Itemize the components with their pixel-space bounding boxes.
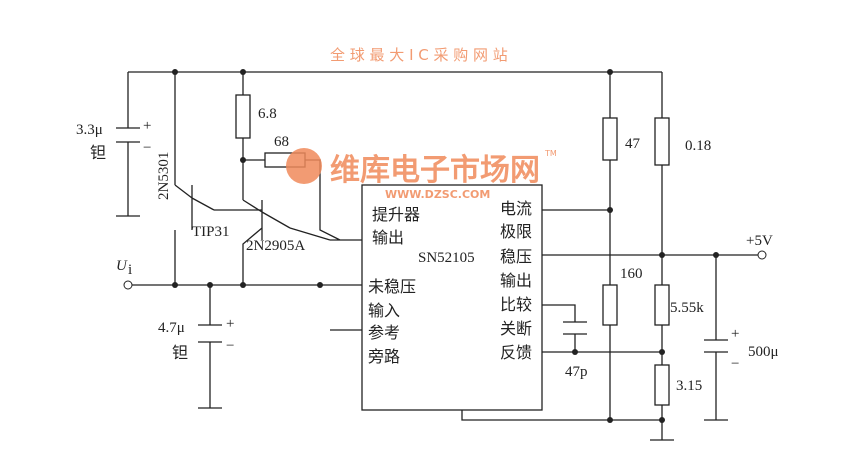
labels-q3-label: 2N2905A: [246, 238, 305, 254]
watermark-logo-icon: [286, 148, 322, 184]
labels-plus-label: +: [226, 316, 234, 332]
labels-r7-label: 3.15: [676, 378, 702, 394]
wires: [116, 71, 760, 441]
capacitors: [116, 127, 728, 353]
ic-pins_right-5-label: 关断: [500, 319, 532, 338]
labels-c2_type-label: 钽: [172, 343, 188, 362]
labels-c3-label: 47p: [565, 364, 588, 380]
labels-vin_sub-label: i: [128, 262, 132, 278]
labels-minus-label: −: [143, 140, 151, 156]
labels-c4-label: 500μ: [748, 344, 779, 360]
ic-pins_right-6-label: 反馈: [500, 343, 532, 362]
labels-minus-label: −: [226, 338, 234, 354]
r7-resistor: [654, 364, 670, 406]
labels-plus-label: +: [143, 118, 151, 134]
junctions: [172, 69, 719, 423]
labels-r4-label: 0.18: [685, 138, 711, 154]
watermark-tm: TM: [544, 149, 557, 158]
ic-pins_right-1-label: 极限: [500, 222, 532, 241]
labels-minus-label: −: [731, 356, 739, 372]
r1-resistor: [235, 94, 251, 139]
ic-pins_right-4-label: 比较: [500, 295, 532, 314]
vout-terminal: [757, 250, 767, 260]
r5-resistor: [602, 284, 618, 326]
watermark-url: WWW.DZSC.COM: [385, 188, 490, 201]
labels-r3-label: 47: [625, 136, 641, 152]
labels-r2-label: 68: [274, 134, 289, 150]
ic-name-label: SN52105: [418, 250, 475, 266]
ic-pins_left-5-label: 旁路: [368, 347, 400, 366]
r3-resistor: [602, 117, 618, 161]
r4-resistor: [654, 117, 670, 166]
ic-pins_left-4-label: 参考: [368, 323, 400, 342]
ic-pins_left-3-label: 输入: [368, 301, 400, 320]
watermark-title: 维库电子市场网: [330, 153, 540, 188]
watermark: 维库电子市场网 TM WWW.DZSC.COM 全 球 最 大 I C 采 购 …: [286, 46, 557, 201]
ic-pins_right-2-label: 稳压: [500, 247, 532, 266]
r6-resistor: [654, 284, 670, 326]
ic-pins_left-1-label: 输出: [372, 228, 404, 247]
component-labels: 3.3μ 钽 + − 2N5301 TIP31 2N2905A 6.8 68 4…: [76, 106, 779, 394]
labels-c1-label: 3.3μ: [76, 122, 103, 138]
ic-pins_right-0-label: 电流: [500, 199, 532, 218]
labels-r6-label: 5.55k: [670, 300, 704, 316]
labels-vin-label: U: [116, 258, 128, 274]
labels-vout-label: +5V: [746, 233, 773, 249]
labels-c2-label: 4.7μ: [158, 320, 185, 336]
ic-pins_left-0-label: 提升器: [372, 205, 420, 224]
labels-q2-label: TIP31: [192, 224, 230, 240]
ic-body: [361, 184, 543, 411]
labels-c1_type-label: 钽: [90, 143, 106, 162]
labels-r1-label: 6.8: [258, 106, 277, 122]
vin-terminal: [123, 280, 133, 290]
ic-pins_left-2-label: 未稳压: [368, 277, 416, 296]
watermark-slogan: 全 球 最 大 I C 采 购 网 站: [330, 46, 508, 64]
labels-r5-label: 160: [620, 266, 643, 282]
ic-labels: 提升器 输出 未稳压 输入 参考 旁路 SN52105 电流 极限 稳压 输出 …: [368, 199, 532, 366]
labels-plus-label: +: [731, 326, 739, 342]
labels-q1-label: 2N5301: [156, 152, 172, 200]
ic-pins_right-3-label: 输出: [500, 271, 532, 290]
